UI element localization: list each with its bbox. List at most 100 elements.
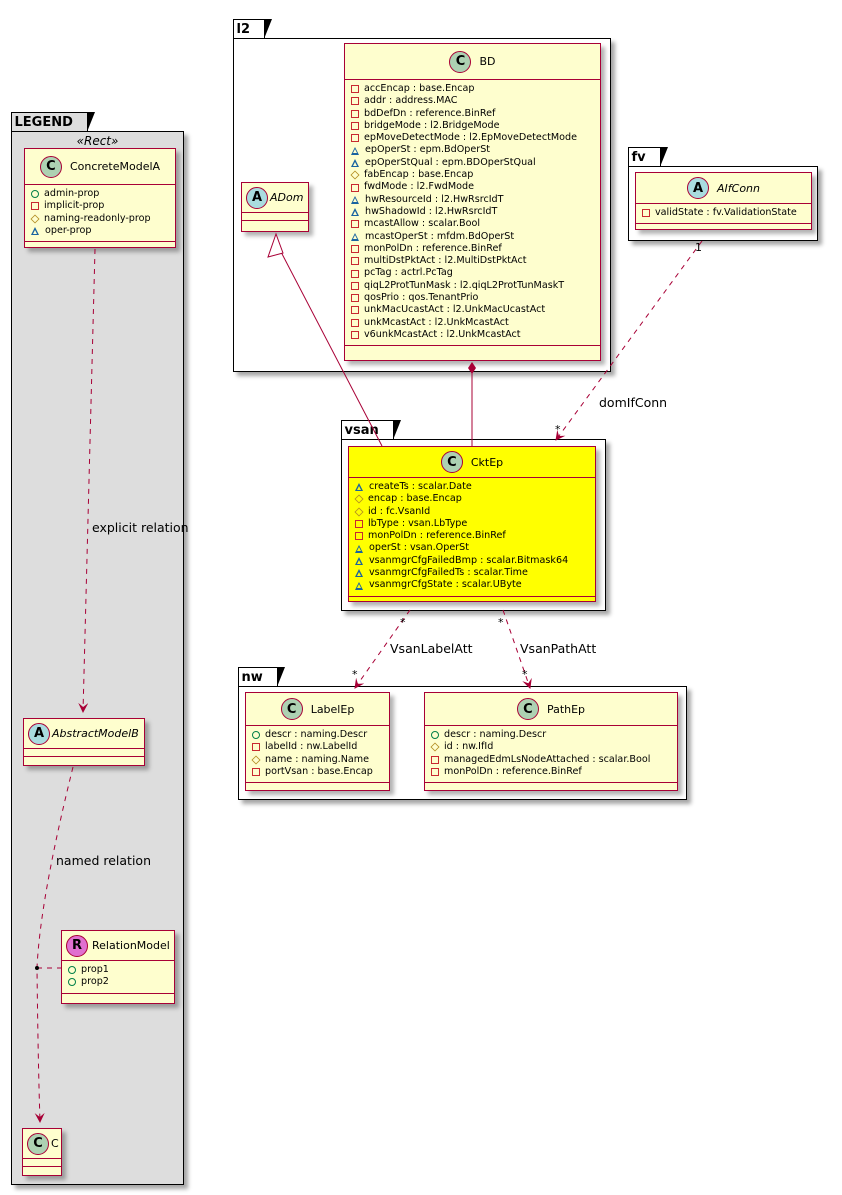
private-visibility-icon bbox=[351, 257, 359, 266]
public-visibility-icon bbox=[31, 190, 39, 199]
class-header: C LabelEp bbox=[246, 693, 389, 726]
attribute-row: descr : naming.Descr bbox=[252, 729, 383, 741]
attribute-text: mcastAllow : scalar.Bool bbox=[364, 218, 480, 230]
private-visibility-icon bbox=[351, 294, 359, 303]
attribute-row: portVsan : base.Encap bbox=[252, 766, 383, 778]
attribute-text: unkMacUcastAct : l2.UnkMacUcastAct bbox=[364, 304, 546, 316]
attribute-text: monPolDn : reference.BinRef bbox=[444, 765, 582, 777]
attribute-text: portVsan : base.Encap bbox=[265, 765, 373, 777]
attribute-row: prop1 bbox=[68, 964, 168, 976]
private-visibility-icon bbox=[642, 209, 650, 218]
attribute-row: v6unkMcastAct : l2.UnkMcastAct bbox=[351, 329, 594, 341]
attribute-row: hwResourceId : l2.HwRsrcIdT bbox=[351, 194, 594, 206]
package-visibility-icon bbox=[355, 569, 364, 578]
attribute-text: pcTag : actrl.PcTag bbox=[364, 267, 453, 279]
class-header: C PathEp bbox=[425, 693, 677, 726]
protected-visibility-icon bbox=[350, 170, 360, 180]
attribute-row: vsanmgrCfgFailedBmp : scalar.Bitmask64 bbox=[355, 555, 589, 567]
vsanpathatt-to-multiplicity: * bbox=[522, 668, 528, 681]
attribute-text: id : fc.VsanId bbox=[368, 505, 431, 517]
attribute-text: vsanmgrCfgFailedBmp : scalar.Bitmask64 bbox=[369, 554, 569, 566]
named-relation-label: named relation bbox=[56, 853, 151, 868]
attribute-row: prop2 bbox=[68, 976, 168, 988]
package-visibility-icon bbox=[351, 232, 360, 241]
attribute-text: unkMcastAct : l2.UnkMcastAct bbox=[364, 316, 509, 328]
attribute-text: encap : base.Encap bbox=[368, 493, 462, 505]
private-visibility-icon bbox=[431, 768, 439, 777]
class-name: PathEp bbox=[546, 702, 586, 716]
abstract-badge-icon: A bbox=[246, 186, 268, 209]
attribute-text: mcastOperSt : mfdm.BdOperSt bbox=[365, 230, 515, 242]
class-header: A AbstractModelB bbox=[24, 719, 144, 749]
attribute-text: bdDefDn : reference.BinRef bbox=[364, 107, 496, 119]
attribute-text: epOperStQual : epm.BDOperStQual bbox=[365, 156, 536, 168]
private-visibility-icon bbox=[351, 183, 359, 192]
method-compartment bbox=[246, 783, 389, 791]
attribute-compartment bbox=[242, 213, 308, 221]
attribute-row: name : naming.Name bbox=[251, 754, 383, 766]
protected-visibility-icon bbox=[354, 507, 364, 517]
attribute-text: validState : fv.ValidationState bbox=[655, 207, 797, 218]
private-visibility-icon bbox=[351, 85, 359, 94]
attribute-row: validState : fv.ValidationState bbox=[642, 207, 805, 219]
attribute-row: pcTag : actrl.PcTag bbox=[351, 267, 594, 279]
private-visibility-icon bbox=[351, 109, 359, 118]
private-visibility-icon bbox=[351, 97, 359, 106]
attribute-text: v6unkMcastAct : l2.UnkMcastAct bbox=[364, 328, 521, 340]
package-visibility-icon bbox=[31, 227, 40, 236]
class-header: C ConcreteModelA bbox=[25, 149, 175, 185]
attribute-text: implicit-prop bbox=[44, 200, 105, 212]
attribute-text: multiDstPktAct : l2.MultiDstPktAct bbox=[364, 255, 527, 267]
abstract-badge-icon: A bbox=[687, 177, 709, 199]
method-compartment bbox=[242, 221, 308, 229]
domifconn-to-multiplicity: * bbox=[555, 423, 561, 436]
class-adom[interactable]: A ADom bbox=[241, 182, 309, 232]
method-compartment bbox=[636, 224, 811, 230]
class-abstractmodelb[interactable]: A AbstractModelB bbox=[23, 718, 145, 766]
package-visibility-icon bbox=[351, 195, 360, 204]
protected-visibility-icon bbox=[251, 755, 261, 765]
attribute-row: multiDstPktAct : l2.MultiDstPktAct bbox=[351, 255, 594, 267]
private-visibility-icon bbox=[31, 202, 39, 211]
protected-visibility-icon bbox=[354, 494, 364, 504]
attribute-row: mcastOperSt : mfdm.BdOperSt bbox=[351, 231, 594, 243]
attribute-row: unkMacUcastAct : l2.UnkMacUcastAct bbox=[351, 304, 594, 316]
attribute-row: descr : naming.Descr bbox=[431, 729, 671, 741]
private-visibility-icon bbox=[351, 318, 359, 327]
class-badge-icon: C bbox=[39, 155, 62, 178]
attribute-row: monPolDn : reference.BinRef bbox=[351, 243, 594, 255]
private-visibility-icon bbox=[351, 245, 359, 253]
class-c[interactable]: C C bbox=[22, 1128, 62, 1176]
attribute-row: admin-prop bbox=[31, 188, 169, 200]
private-visibility-icon bbox=[252, 768, 260, 777]
class-name: C bbox=[51, 1137, 59, 1150]
attribute-row: addr : address.MAC bbox=[351, 95, 594, 107]
attribute-text: id : nw.IfId bbox=[444, 741, 494, 753]
class-header: R RelationModel bbox=[62, 931, 174, 961]
attribute-row: id : fc.VsanId bbox=[354, 505, 589, 518]
nw-package-tab: nw bbox=[237, 666, 286, 687]
attribute-text: operSt : vsan.OperSt bbox=[369, 542, 470, 554]
attribute-text: qosPrio : qos.TenantPrio bbox=[364, 292, 479, 304]
class-badge-icon: C bbox=[27, 1132, 49, 1155]
class-aifconn[interactable]: A AIfConn validState : fv.ValidationStat… bbox=[635, 172, 812, 230]
private-visibility-icon bbox=[431, 755, 439, 764]
vsanpathatt-label: VsanPathAtt bbox=[520, 641, 597, 656]
method-compartment bbox=[425, 783, 677, 791]
package-visibility-icon bbox=[355, 556, 364, 565]
attribute-row: id : nw.IfId bbox=[430, 741, 671, 753]
legend-package: LEGEND «Rect» bbox=[10, 111, 184, 1185]
attribute-row: managedEdmLsNodeAttached : scalar.Bool bbox=[431, 754, 671, 766]
class-badge-icon: C bbox=[516, 698, 539, 720]
public-visibility-icon bbox=[68, 966, 76, 975]
attribute-row: monPolDn : reference.BinRef bbox=[355, 530, 589, 542]
